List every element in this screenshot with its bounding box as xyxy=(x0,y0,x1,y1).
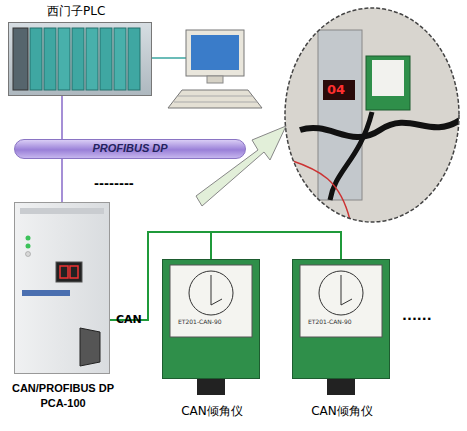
cable-photo xyxy=(330,112,372,200)
signal-name: CAN xyxy=(116,313,142,326)
cable-connector xyxy=(327,379,355,395)
panel-photo xyxy=(372,60,404,96)
photo-frame xyxy=(285,8,459,222)
node-label: PROFIBUS DP xyxy=(15,142,245,154)
monitor xyxy=(186,30,244,76)
monitor-stand xyxy=(207,76,223,83)
gateway-device: CAN/PROFIBUS DP PCA-100 xyxy=(14,202,110,374)
inclinometer-photo xyxy=(366,56,410,110)
wire-photo xyxy=(290,160,350,220)
model-text: ET201-CAN-90 xyxy=(178,318,222,325)
bus-connector xyxy=(61,96,63,139)
display-photo xyxy=(323,80,355,100)
bus-connector xyxy=(61,159,63,202)
pointer-arrow xyxy=(196,126,286,206)
bus-connector xyxy=(110,232,341,320)
photo-background xyxy=(280,0,467,230)
model-text: ET201-CAN-90 xyxy=(308,318,352,325)
ethernet-line xyxy=(152,57,186,59)
photo-inset xyxy=(280,0,467,230)
node-label: CAN倾角仪 xyxy=(283,403,401,420)
cable-photo xyxy=(300,120,460,137)
continuation-mark: -------- xyxy=(94,177,134,191)
keyboard-keys xyxy=(174,102,257,103)
gateway-photo xyxy=(318,30,362,200)
node-label: 西门子PLC xyxy=(47,3,137,20)
bus-band: PROFIBUS DP xyxy=(14,139,246,159)
keyboard xyxy=(168,90,262,108)
node-label: CAN/PROFIBUS DP PCA-100 xyxy=(7,381,119,411)
node-label: CAN倾角仪 xyxy=(153,403,271,420)
bus-connector xyxy=(110,232,211,320)
plc-rack: 西门子PLC xyxy=(8,22,152,96)
keyboard-keys xyxy=(178,96,252,97)
continuation-mark: ...... xyxy=(402,308,432,323)
display-reading: 04 xyxy=(327,82,345,97)
cable-connector xyxy=(197,379,225,395)
monitor-screen xyxy=(191,35,239,70)
